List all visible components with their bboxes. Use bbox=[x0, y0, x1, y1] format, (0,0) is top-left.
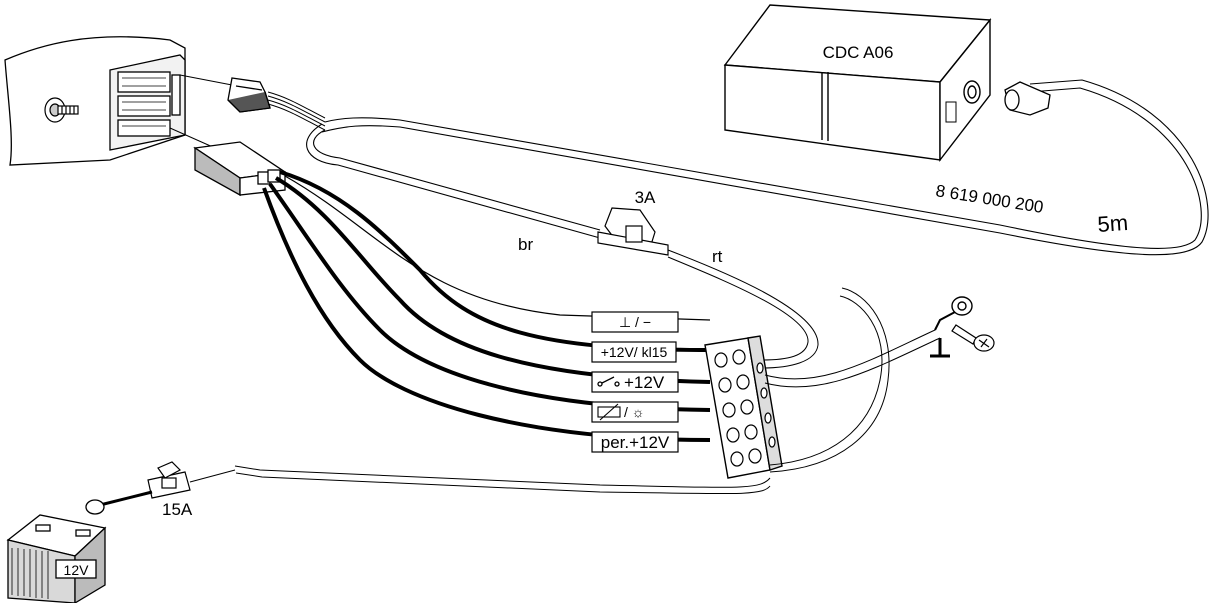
mounting-bolt bbox=[44, 97, 79, 123]
wire-bundle bbox=[267, 91, 326, 131]
dimmer-icon bbox=[597, 403, 621, 421]
battery-fuse-15a bbox=[147, 461, 191, 499]
power-wires bbox=[262, 170, 711, 442]
cd-changer bbox=[723, 4, 992, 163]
changer-label: CDC A06 bbox=[823, 43, 894, 62]
terminal-tag-ignition: +12V bbox=[591, 371, 679, 393]
terminal-block bbox=[704, 335, 783, 479]
inline-fuse-rating: 3A bbox=[635, 188, 656, 207]
ground-eyelet bbox=[934, 296, 973, 331]
inline-fuse-3a bbox=[597, 207, 669, 256]
ignition-switch-icon bbox=[597, 376, 620, 387]
iso-connector-upper bbox=[227, 77, 271, 113]
terminal-tag-ground: ⊥ / − bbox=[591, 311, 679, 333]
ground-screw bbox=[951, 324, 995, 352]
terminal-tag-permanent: per.+12V bbox=[591, 431, 679, 453]
terminal-tag-ground-label: ⊥ / − bbox=[619, 314, 651, 330]
cable-part-number: 8 619 000 200 bbox=[934, 181, 1044, 217]
changer-cable bbox=[306, 79, 1209, 256]
cable-length: 5m bbox=[1097, 210, 1129, 237]
ground-symbol bbox=[930, 338, 950, 358]
terminal-tag-permanent-label: per.+12V bbox=[601, 433, 670, 452]
terminal-tag-kl15-label: +12V/ kl15 bbox=[601, 344, 668, 360]
battery-label: 12V bbox=[64, 562, 90, 578]
battery bbox=[6, 514, 107, 605]
terminal-tag-ignition-label: +12V bbox=[624, 373, 665, 392]
battery-fuse-rating: 15A bbox=[162, 500, 193, 519]
changer-plug bbox=[1004, 81, 1051, 116]
terminal-tag-dimmer: / ☼ bbox=[591, 401, 679, 423]
wire-color-brown: br bbox=[518, 235, 533, 254]
terminal-tag-kl15: +12V/ kl15 bbox=[591, 341, 677, 363]
fuse-wires bbox=[667, 249, 819, 369]
wire-color-red: rt bbox=[712, 247, 723, 266]
terminal-out-wires bbox=[234, 287, 941, 495]
head-unit bbox=[4, 36, 186, 166]
terminal-tag-dimmer-label: / ☼ bbox=[624, 404, 645, 420]
power-connector-lower bbox=[193, 141, 287, 197]
